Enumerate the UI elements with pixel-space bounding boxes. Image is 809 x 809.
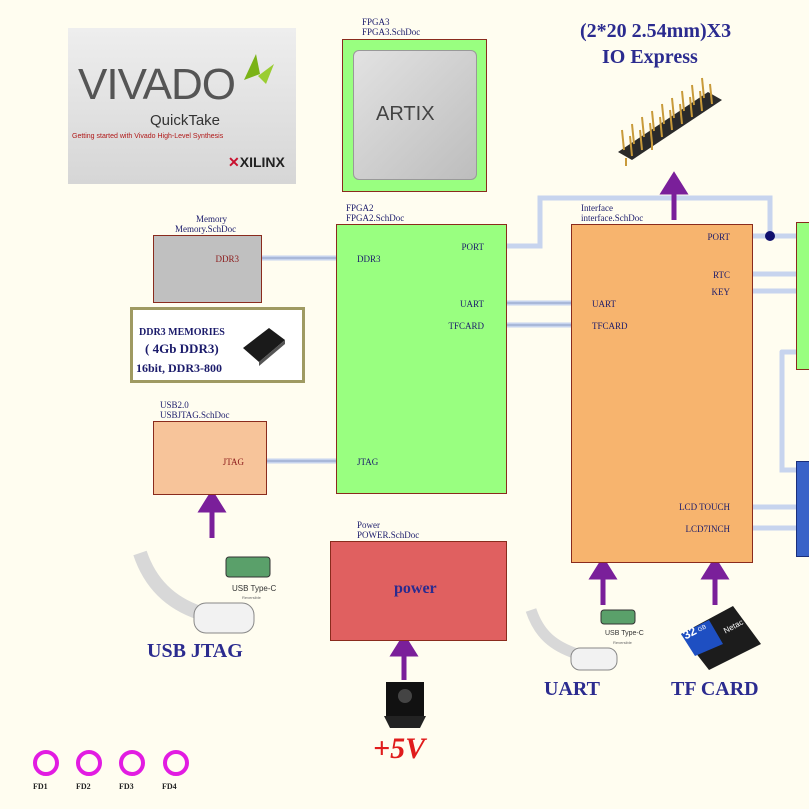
interface-port-rtc[interactable]: RTC [713, 270, 730, 280]
arrows [197, 171, 730, 680]
pin-header-image [612, 72, 728, 168]
label-usb-jtag: USB JTAG [147, 640, 243, 662]
memory-file: Memory.SchDoc [175, 224, 237, 234]
fpga2-title: FPGA2 [346, 203, 374, 213]
vivado-tagline: Getting started with Vivado High-Level S… [72, 133, 224, 140]
ddr3-memories-box: DDR3 MEMORIES ( 4Gb DDR3) 16bit, DDR3-80… [130, 307, 305, 383]
right-sheet-green[interactable] [796, 222, 809, 370]
interface-sheet[interactable]: PORT RTC KEY UART TFCARD LCD TOUCH LCD7I… [571, 224, 753, 563]
interface-port-lcd7inch[interactable]: LCD7INCH [685, 524, 731, 534]
interface-port-tfcard[interactable]: TFCARD [592, 321, 628, 331]
vivado-subtitle: QuickTake [150, 112, 221, 129]
vivado-leaf-icon [236, 50, 276, 90]
usb-port-jtag[interactable]: JTAG [222, 457, 244, 467]
interface-port-uart[interactable]: UART [592, 299, 616, 309]
usbc-caption-left: USB Type-C [232, 584, 277, 593]
artix-chip: ARTIX [353, 50, 477, 180]
interface-port-lcd-touch[interactable]: LCD TOUCH [679, 502, 730, 512]
memory-title: Memory [196, 214, 227, 224]
usb-title: USB2.0 [160, 400, 189, 410]
interface-port-key[interactable]: KEY [711, 287, 731, 297]
io-express-title-line2: IO Express [602, 46, 698, 68]
ddr3-memories-line3: 16bit, DDR3-800 [136, 361, 222, 375]
memory-port-ddr3[interactable]: DDR3 [215, 254, 239, 264]
usbc-cable-image-mid: USB Type-C Reversible [525, 604, 650, 676]
fiducial-label-1: FD1 [33, 782, 48, 791]
fiducial-label-3: FD3 [119, 782, 134, 791]
fiducial-ring-4 [163, 750, 189, 776]
xilinx-text: XILINX [239, 154, 285, 170]
right-sheet-blue[interactable] [796, 461, 809, 557]
fpga2-port-jtag[interactable]: JTAG [357, 457, 379, 467]
artix-chip-text: ARTIX [376, 103, 435, 125]
fiducial-label-2: FD2 [76, 782, 91, 791]
power-label: power [394, 580, 437, 597]
tf-card-image: 32 GB Netac [673, 604, 765, 672]
usbc-sub-left: Reversible [242, 595, 261, 600]
junction-dot [765, 231, 775, 241]
interface-port-port[interactable]: PORT [707, 232, 730, 242]
fpga2-port-uart[interactable]: UART [460, 299, 484, 309]
label-uart: UART [544, 678, 600, 700]
fpga3-sheet[interactable]: ARTIX [342, 39, 487, 192]
fiducial-label-4: FD4 [162, 782, 177, 791]
vivado-wordmark: VIVADO [78, 60, 236, 109]
fpga2-file: FPGA2.SchDoc [346, 213, 405, 223]
memory-sheet[interactable]: DDR3 [153, 235, 262, 303]
power-jack-image [380, 678, 430, 734]
fpga2-sheet[interactable]: DDR3 PORT UART TFCARD JTAG [336, 224, 507, 494]
power-sheet[interactable]: power [330, 541, 507, 641]
xilinx-x-icon: ✕ [228, 154, 240, 170]
vivado-logo-image: VIVADO QuickTake Getting started with Vi… [68, 28, 296, 184]
fpga2-port-tfcard[interactable]: TFCARD [448, 321, 484, 331]
ddr3-memories-line2: ( 4Gb DDR3) [145, 341, 219, 356]
fpga2-port-ddr3[interactable]: DDR3 [357, 254, 381, 264]
interface-file: interface.SchDoc [581, 213, 644, 223]
fpga2-port-port[interactable]: PORT [461, 242, 484, 252]
fiducial-ring-3 [119, 750, 145, 776]
usbc-cable-image-left: USB Type-C Reversible [130, 543, 290, 643]
xilinx-brand: ✕XILINX [228, 154, 285, 171]
power-file: POWER.SchDoc [357, 530, 420, 540]
label-tf-card: TF CARD [671, 678, 759, 700]
usbc-caption-mid: USB Type-C [605, 630, 644, 637]
usbc-sub-mid: Reversible [613, 640, 632, 645]
fiducial-ring-1 [33, 750, 59, 776]
interface-title: Interface [581, 203, 613, 213]
ddr3-memories-line1: DDR3 MEMORIES [139, 327, 225, 338]
memory-chip-icon [239, 322, 289, 366]
usb-sheet[interactable]: JTAG [153, 421, 267, 495]
io-express-title-line1: (2*20 2.54mm)X3 [580, 20, 732, 42]
wire-outlines [250, 257, 580, 462]
fpga3-file: FPGA3.SchDoc [362, 27, 421, 37]
label-plus5v: +5V [373, 732, 426, 765]
wire-port-bus [495, 195, 773, 249]
fiducial-ring-2 [76, 750, 102, 776]
usb-file: USBJTAG.SchDoc [160, 410, 230, 420]
fpga3-title: FPGA3 [362, 17, 390, 27]
power-title: Power [357, 520, 380, 530]
